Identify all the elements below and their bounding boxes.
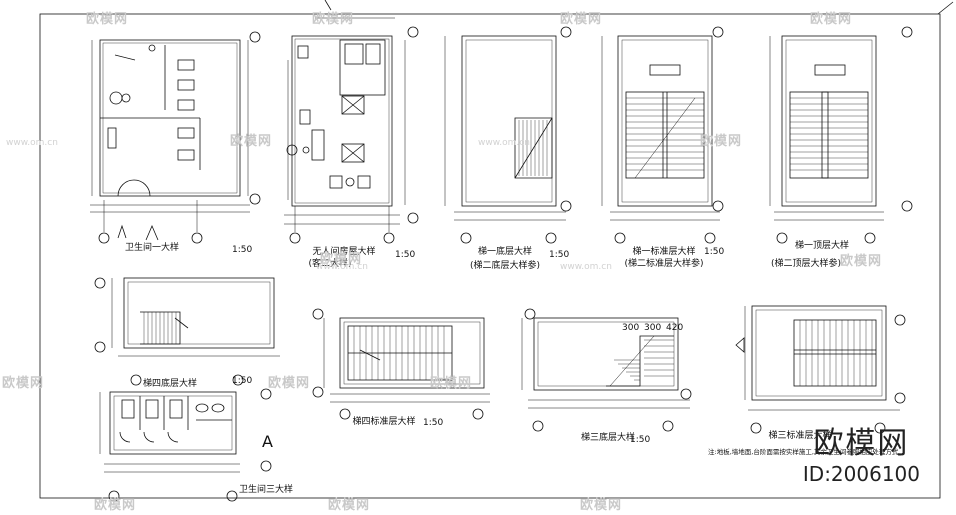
model-id: ID:2006100 [802,462,920,486]
watermark-logo: 欧模网 [430,376,473,391]
stair3-base-plan [521,308,692,432]
watermark-logo: 欧模网 [580,498,623,513]
watermark-logo: 欧模网 [230,134,273,149]
subtitle-stair1-base: (梯二底层大样参) [470,259,540,271]
watermark-logo: 欧模网 [268,376,311,391]
stair1-standard-plan [601,26,724,244]
brand-watermark: 欧模网 ID:2006100 [803,418,920,486]
watermark-logo: 欧模网 [328,498,371,513]
watermark-logo: 欧模网 [94,498,137,513]
dimension-text: 300 [622,323,639,333]
watermark-logo: 欧模网 [810,12,853,27]
stair4-base-plan [94,277,280,386]
watermark-logo: 欧模网 [2,376,45,391]
section-marker: A [262,432,273,451]
scale-label: 1:50 [232,376,252,386]
scale-label: 1:50 [630,435,650,445]
watermark-url: www.om.cn [560,262,612,272]
subtitle-family-room: (客二大样) [308,257,351,269]
title-restroom3: 卫生间三大样 [239,483,293,495]
subtitle-stair1-top: (梯二顶层大样参) [771,257,841,269]
scale-label: 1:50 [395,250,415,260]
watermark-url: www.om.cn [6,138,58,148]
scale-label: 1:50 [232,245,252,255]
title-stair3-base: 梯三底层大样 [581,431,635,443]
brand-name: 欧模网 [813,426,910,461]
watermark-logo: 欧模网 [86,12,129,27]
restroom1-plan [90,31,261,244]
title-stair1-base: 梯一底层大样 [478,245,532,257]
stair4-standard-plan [312,308,490,420]
watermark-logo: 欧模网 [840,254,883,269]
drawing-note: 注:地板,墙地面,台阶面需按实样施工,其余卫生间参照相应处理方式 [708,447,899,456]
watermark-logo: 欧模网 [312,12,355,27]
frame-corner-line [937,1,954,15]
title-restroom1: 卫生间一大样 [125,241,179,253]
subtitle-stair1-std: (梯二标准层大样参) [624,257,703,269]
family-room-plan [284,17,419,244]
dimension-text: 300 [644,323,661,333]
watermark-logo: 欧模网 [700,134,743,149]
title-family-room: 无人间房屋大样 [312,245,375,257]
stair3-standard-plan [735,305,906,434]
title-stair1-std: 梯一标准层大样 [632,245,695,257]
title-stair1-top: 梯一顶层大样 [795,239,849,251]
scale-label: 1:50 [704,247,724,257]
stair1-top-plan [769,26,913,244]
top-tick [324,0,332,11]
watermark-url: www.om.cn [316,262,368,272]
restroom3-plan [99,388,272,502]
title-stair4-base: 梯四底层大样 [143,377,197,389]
watermark-logo: 欧模网 [320,252,363,267]
sheet-frame [39,13,941,499]
dimension-text: 420 [666,323,683,333]
scale-label: 1:50 [549,250,569,260]
title-stair3-std: 梯三标准层大样 [768,429,831,441]
watermark-url: www.om.cn [478,138,530,148]
watermark-logo: 欧模网 [560,12,603,27]
title-stair4-std: 梯四标准层大样 [352,415,415,427]
scale-label: 1:50 [423,418,443,428]
stair1-base-plan [444,26,572,244]
